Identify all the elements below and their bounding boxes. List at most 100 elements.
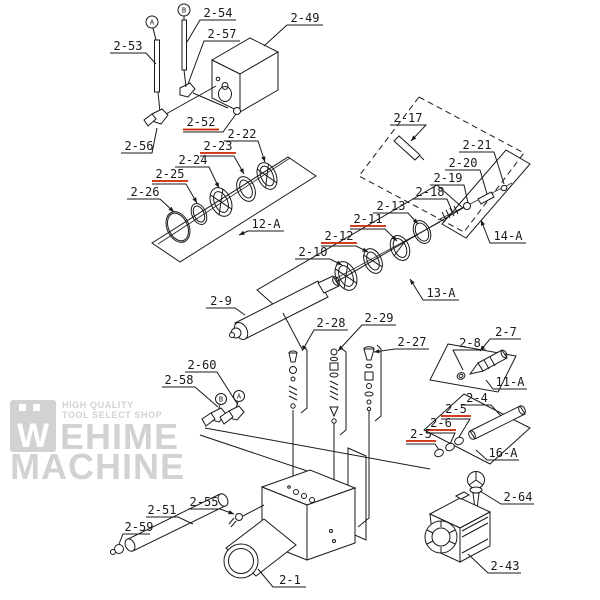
valve-part: [288, 352, 298, 363]
part-label-2-43: 2-43: [491, 559, 520, 573]
part-label-2-13: 2-13: [377, 199, 406, 213]
leader-2-9: [206, 307, 246, 316]
ring-outer: [256, 162, 278, 190]
region-label-11-A: 11-A: [496, 375, 526, 389]
part-2-17-pin-tip: [419, 155, 425, 161]
leader-2-58: [162, 386, 219, 408]
leader-2-20: [445, 169, 488, 195]
watermark-tagline-2: TOOL SELECT SHOP: [62, 410, 162, 420]
part-label-2-8: 2-8: [459, 336, 481, 350]
leader-2-5-upper: [441, 418, 471, 438]
part-label-2-27: 2-27: [398, 335, 427, 349]
piston-step-end: [332, 276, 340, 286]
tank-side-face: [239, 51, 279, 113]
leader-2-53: [110, 52, 157, 65]
rod-end: [468, 430, 476, 440]
valve-part: [329, 372, 339, 378]
ring-inner: [338, 265, 354, 287]
leader-2-43: [467, 553, 521, 574]
body-port: [301, 493, 307, 499]
ring-inner: [259, 165, 275, 187]
pin-end: [500, 349, 508, 359]
part-label-2-21: 2-21: [463, 138, 492, 152]
part-2-6-o-ring: [445, 442, 455, 452]
connector-marker-a-top: [145, 15, 159, 29]
part-label-2-55: 2-55: [190, 495, 219, 509]
valve-part: [329, 362, 339, 371]
part-label-2-20: 2-20: [449, 156, 478, 170]
leader-2-24: [175, 166, 220, 189]
panel-dashed-group: [358, 96, 525, 233]
valve-part: [290, 376, 296, 382]
watermark-tagline-1: HIGH QUALITY: [62, 400, 134, 410]
part-label-2-4: 2-4: [466, 391, 488, 405]
centerline: [437, 182, 513, 221]
leader-2-51: [146, 516, 194, 525]
leader-2-56: [121, 127, 158, 154]
leader-2-49: [263, 24, 323, 47]
part-label-2-56: 2-56: [125, 139, 154, 153]
motor-stub: [454, 491, 471, 500]
ring-cross: [363, 254, 383, 268]
part-2-4-rod: [468, 405, 526, 440]
leader-11-A: [485, 379, 527, 390]
motor-fin-hub: [431, 527, 451, 547]
leader-2-54: [186, 19, 236, 43]
leader-2-12: [321, 245, 369, 253]
leader-2-18: [412, 198, 453, 212]
part-2-59-fitting: [114, 544, 124, 554]
part-2-60-elbow-tail: [219, 410, 234, 425]
part-2-7-pin: [468, 349, 508, 375]
valve-part: [290, 403, 296, 409]
ring-outer: [236, 176, 256, 202]
connector-line: [183, 69, 187, 88]
leader-2-11: [350, 228, 398, 242]
leader-2-4: [462, 404, 502, 417]
leader-13-A: [409, 278, 459, 301]
part-label-2-7: 2-7: [495, 325, 517, 339]
stack-bracket: [339, 347, 347, 436]
watermark-brand-1: EHIME: [60, 416, 179, 457]
valve-part: [289, 366, 297, 374]
leader-12-A: [238, 230, 284, 236]
part-label-2-10: 2-10: [299, 245, 328, 259]
spring-coils: [441, 205, 459, 221]
part-label-2-5-lower: 2-5: [410, 427, 432, 441]
region-label-14-A: 14-A: [494, 229, 524, 243]
tank-filler-cap: [221, 82, 229, 90]
leader-2-26: [127, 198, 175, 213]
pin-cone: [468, 362, 484, 375]
leader-2-57: [187, 40, 240, 85]
ring-inner: [458, 373, 464, 379]
valve-part: [363, 348, 375, 361]
motor-fin-spokes: [426, 521, 456, 553]
valve-part: [366, 399, 372, 405]
panel-12-A: [151, 156, 317, 263]
part-label-2-5-upper: 2-5: [445, 402, 467, 416]
leader-2-52: [183, 113, 237, 133]
part-label-2-54: 2-54: [204, 6, 233, 20]
part-2-20-pin: [477, 191, 495, 205]
leader-2-23: [200, 155, 245, 175]
marker-link-line: [152, 27, 157, 41]
body-port: [309, 497, 315, 503]
part-label-2-6: 2-6: [430, 416, 452, 430]
part-label-2-53: 2-53: [114, 39, 143, 53]
watermark-logo-notch: [33, 404, 40, 411]
stack-bracket: [374, 344, 382, 422]
bolt-washer: [469, 486, 483, 494]
connector-marker-b-bottom-letter: B: [219, 396, 223, 404]
leader-2-17: [390, 124, 428, 142]
connector-marker-a-bottom-letter: A: [237, 393, 242, 401]
stack-bracket: [300, 345, 308, 414]
rod-body: [469, 405, 526, 440]
connector-marker-b-bottom: [215, 393, 227, 405]
part-2-8-o-ring: [456, 372, 466, 380]
cylinder-bore: [228, 548, 254, 574]
part-2-25-o-ring: [190, 203, 208, 225]
part-2-55-screw: [235, 513, 243, 521]
part-2-26-snap-ring: [165, 211, 191, 243]
ring-outer: [165, 211, 191, 243]
part-2-21-o-ring: [500, 184, 508, 192]
leader-2-7: [479, 338, 521, 352]
